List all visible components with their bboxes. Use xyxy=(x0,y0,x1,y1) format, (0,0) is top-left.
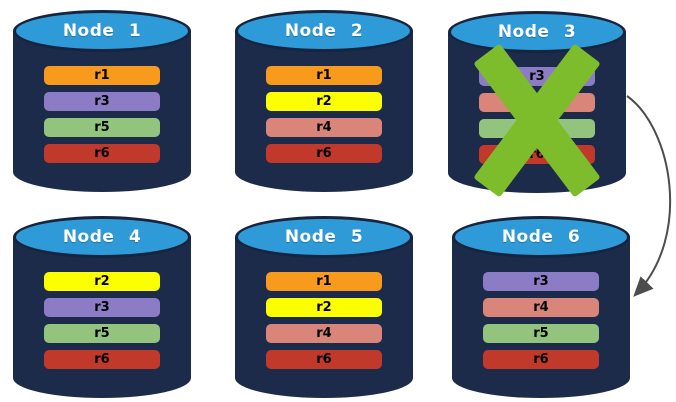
node-title: Node 1 xyxy=(62,21,142,41)
replica-bar-r5: r5 xyxy=(483,324,599,343)
replica-bar-r2: r2 xyxy=(44,272,160,291)
replica-list: r2 r3 r5 r6 xyxy=(44,272,160,369)
replica-bar-r3: r3 xyxy=(44,298,160,317)
cylinder-top: Node 1 xyxy=(13,10,191,52)
replica-list: r3 r4 r5 r6 xyxy=(483,272,599,369)
replica-bar-r2: r2 xyxy=(266,92,382,111)
replica-bar-r4: r4 xyxy=(266,324,382,343)
database-node-4: Node 4 r2 r3 r5 r6 xyxy=(13,216,191,398)
node-title: Node 5 xyxy=(284,227,364,247)
replica-bar-r3: r3 xyxy=(44,92,160,111)
cylinder-top: Node 6 xyxy=(452,216,630,258)
cylinder-body xyxy=(13,31,191,192)
database-node-6: Node 6 r3 r4 r5 r6 xyxy=(452,216,630,398)
replica-bar-r4: r4 xyxy=(266,118,382,137)
replica-bar-r5: r5 xyxy=(44,118,160,137)
database-node-2: Node 2 r1 r2 r4 r6 xyxy=(235,10,413,192)
replica-bar-r6: r6 xyxy=(483,350,599,369)
cylinder-top: Node 4 xyxy=(13,216,191,258)
replica-bar-r1: r1 xyxy=(266,272,382,291)
replica-bar-r5: r5 xyxy=(44,324,160,343)
node-title: Node 4 xyxy=(62,227,142,247)
cylinder-top: Node 3 xyxy=(448,11,626,53)
node-title: Node 6 xyxy=(501,227,581,247)
replica-bar-r6: r6 xyxy=(44,144,160,163)
cylinder-body xyxy=(235,237,413,398)
replica-bar-r4: r4 xyxy=(483,298,599,317)
cylinder-body xyxy=(452,237,630,398)
cylinder-top: Node 2 xyxy=(235,10,413,52)
replica-bar-r1: r1 xyxy=(44,66,160,85)
replica-bar-r1: r1 xyxy=(266,66,382,85)
replica-bar-r3: r3 xyxy=(483,272,599,291)
replica-bar-r6: r6 xyxy=(266,144,382,163)
replica-list: r1 r3 r5 r6 xyxy=(44,66,160,163)
replica-list: r1 r2 r4 r6 xyxy=(266,66,382,163)
database-node-5: Node 5 r1 r2 r4 r6 xyxy=(235,216,413,398)
node-title: Node 3 xyxy=(497,22,577,42)
replica-bar-r6: r6 xyxy=(266,350,382,369)
replica-list: r1 r2 r4 r6 xyxy=(266,272,382,369)
failover-arrow-path xyxy=(626,95,672,297)
database-node-1: Node 1 r1 r3 r5 r6 xyxy=(13,10,191,192)
replica-bar-r2: r2 xyxy=(266,298,382,317)
cylinder-top: Node 5 xyxy=(235,216,413,258)
replica-bar-r6: r6 xyxy=(44,350,160,369)
cylinder-body xyxy=(235,31,413,192)
node-title: Node 2 xyxy=(284,21,364,41)
cylinder-body xyxy=(13,237,191,398)
